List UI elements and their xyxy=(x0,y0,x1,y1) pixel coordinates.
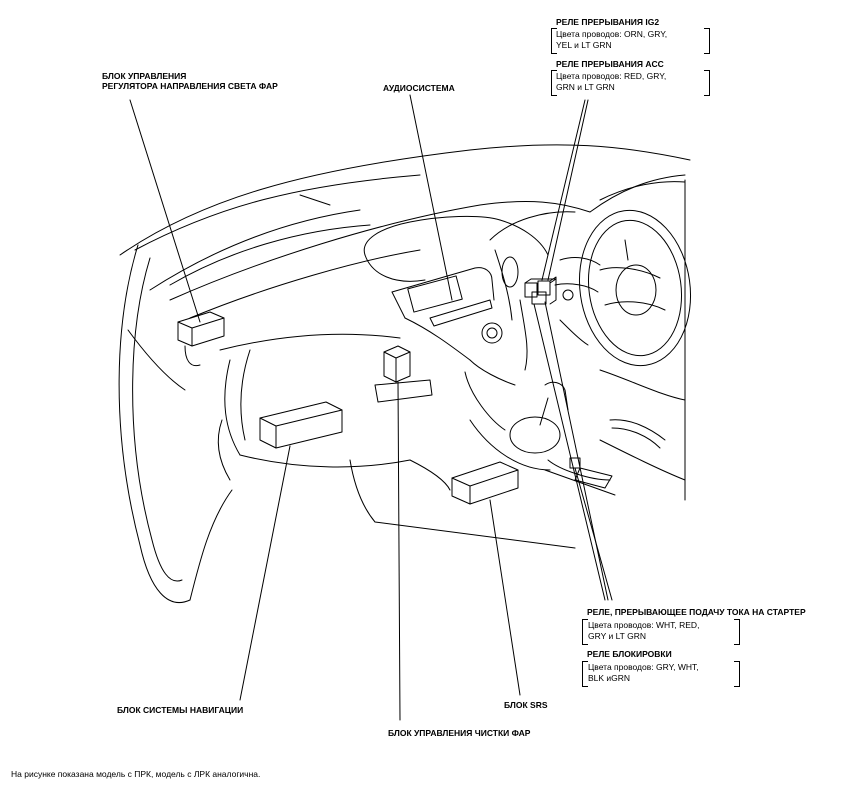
relay-cluster xyxy=(524,276,574,305)
bracket-acc-left xyxy=(551,70,557,96)
leader-interlock-relay xyxy=(574,467,613,601)
leader-headlight-leveling xyxy=(129,99,201,323)
leader-audio xyxy=(409,94,453,301)
instrument-cluster xyxy=(489,211,576,321)
handbrake xyxy=(599,369,686,481)
label-headlight-leveling-unit-line1: БЛОК УПРАВЛЕНИЯ xyxy=(102,71,187,81)
bracket-starter-left xyxy=(582,619,588,645)
label-interlock-relay-wires-line1: Цвета проводов: GRY, WHT, xyxy=(588,662,699,672)
leader-lines xyxy=(129,94,613,721)
label-ig2-relay-title: РЕЛЕ ПРЕРЫВАНИЯ IG2 xyxy=(556,17,660,27)
leader-ig2-relay xyxy=(541,99,586,281)
leader-starter-relay-1 xyxy=(533,303,606,601)
leader-starter-relay-2 xyxy=(544,301,609,601)
leader-srs xyxy=(489,499,521,696)
label-starter-relay-wires-line1: Цвета проводов: WHT, RED, xyxy=(588,620,700,630)
headlight-washer-unit-box xyxy=(383,345,411,383)
right-dashboard xyxy=(559,174,686,501)
label-ig2-relay-wires-line2: YEL и LT GRN xyxy=(556,40,612,50)
gear-shifter xyxy=(509,381,616,496)
label-headlight-leveling-unit-line2: РЕГУЛЯТОРА НАПРАВЛЕНИЯ СВЕТА ФАР xyxy=(102,81,278,91)
label-ig2-relay-wires-line1: Цвета проводов: ORN, GRY, xyxy=(556,29,668,39)
lower-dashboard xyxy=(217,333,576,549)
bracket-ig2-right xyxy=(704,28,710,54)
leader-headlight-washer xyxy=(397,381,401,721)
label-audio-system: АУДИОСИСТЕМА xyxy=(383,83,455,93)
label-starter-relay-title: РЕЛЕ, ПРЕРЫВАЮЩЕЕ ПОДАЧУ ТОКА НА СТАРТЕР xyxy=(587,607,806,617)
label-srs-unit: БЛОК SRS xyxy=(504,700,548,710)
leader-navigation xyxy=(239,445,291,701)
label-navigation-unit: БЛОК СИСТЕМЫ НАВИГАЦИИ xyxy=(117,705,244,715)
label-interlock-relay-wires-line2: BLK иGRN xyxy=(588,673,631,683)
bracket-acc-right xyxy=(704,70,710,96)
label-headlight-washer-unit: БЛОК УПРАВЛЕНИЯ ЧИСТКИ ФАР xyxy=(388,728,531,738)
center-console xyxy=(391,267,551,471)
steering-wheel xyxy=(554,209,692,367)
navigation-unit-box xyxy=(259,401,343,449)
label-starter-relay-wires-line2: GRY и LT GRN xyxy=(588,631,646,641)
headlight-leveling-unit-box xyxy=(177,311,225,367)
bracket-ig2-left xyxy=(551,28,557,54)
bracket-interlock-right xyxy=(734,661,740,687)
leader-acc-relay xyxy=(547,99,589,281)
dashboard-top xyxy=(169,200,591,319)
label-interlock-relay-title: РЕЛЕ БЛОКИРОВКИ xyxy=(587,649,672,659)
srs-unit-box xyxy=(451,461,519,505)
label-acc-relay-wires-line1: Цвета проводов: RED, GRY, xyxy=(556,71,667,81)
label-acc-relay-wires-line2: GRN и LT GRN xyxy=(556,82,615,92)
bracket-starter-right xyxy=(734,619,740,645)
bracket-interlock-left xyxy=(582,661,588,687)
footnote: На рисунке показана модель с ПРК, модель… xyxy=(11,769,261,779)
label-acc-relay-title: РЕЛЕ ПРЕРЫВАНИЯ ACC xyxy=(556,59,664,69)
left-door-frame xyxy=(118,244,233,603)
windshield-lines xyxy=(119,144,691,291)
